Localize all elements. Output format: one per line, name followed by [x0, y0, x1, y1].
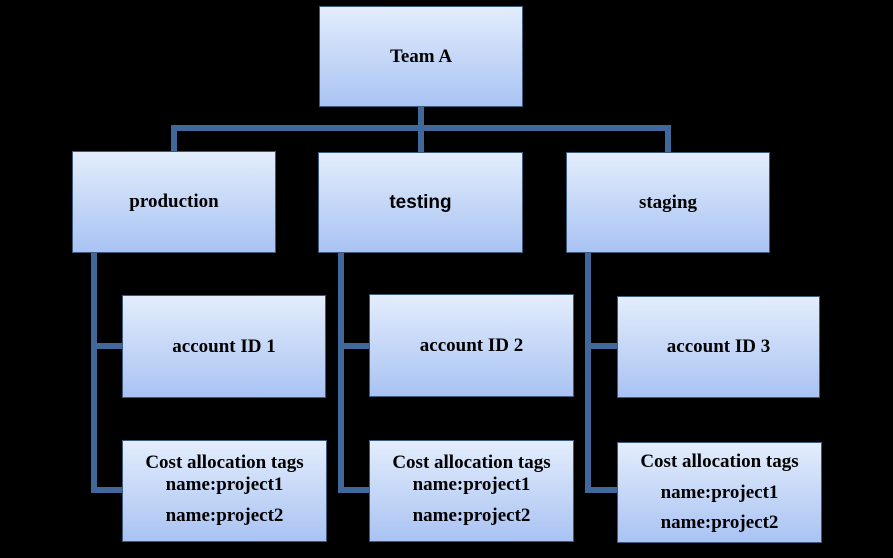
cost-tags-3-line1: name:project1: [660, 482, 779, 503]
node-team-a: Team A: [319, 6, 523, 107]
node-production: production: [72, 151, 276, 253]
cost-tags-3-line2: name:project2: [660, 512, 779, 533]
connector-staging-hanger: [585, 253, 591, 493]
node-testing-label: testing: [389, 191, 452, 213]
connector-production-tags-stub: [91, 487, 122, 493]
node-account-id-2-label: account ID 2: [419, 334, 524, 356]
node-production-label: production: [129, 191, 219, 212]
cost-tags-2-line1: name:project1: [412, 474, 531, 495]
connector-production-account-stub: [91, 343, 122, 349]
connector-staging-account-stub: [585, 343, 617, 349]
connector-testing-tags-stub: [338, 487, 369, 493]
node-cost-tags-2: Cost allocation tags name:project1 name:…: [369, 440, 574, 542]
cost-tags-1-line1: name:project1: [165, 474, 284, 495]
cost-tags-2-title: Cost allocation tags: [392, 452, 551, 473]
connector-root-drop: [418, 107, 424, 131]
cost-tags-2-line2: name:project2: [412, 505, 531, 526]
connector-rail-drop-staging: [665, 125, 671, 152]
node-account-id-1: account ID 1: [122, 295, 326, 398]
node-staging: staging: [566, 152, 770, 253]
node-staging-label: staging: [638, 191, 698, 213]
node-account-id-3-label: account ID 3: [666, 336, 771, 357]
connector-rail-drop-production: [171, 125, 177, 152]
connector-testing-account-stub: [338, 343, 369, 349]
node-team-a-label: Team A: [389, 45, 453, 67]
cost-tags-1-line2: name:project2: [165, 505, 284, 526]
connector-rail-drop-testing: [418, 125, 424, 152]
node-account-id-2: account ID 2: [369, 294, 574, 397]
node-cost-tags-1: Cost allocation tags name:project1 name:…: [122, 440, 327, 542]
connector-testing-hanger: [338, 253, 344, 493]
node-cost-tags-3: Cost allocation tags name:project1 name:…: [617, 442, 822, 543]
cost-tags-3-title: Cost allocation tags: [640, 451, 799, 472]
node-account-id-1-label: account ID 1: [172, 335, 276, 357]
cost-tags-1-title: Cost allocation tags: [145, 452, 304, 473]
node-testing: testing: [318, 152, 523, 253]
connector-staging-tags-stub: [585, 487, 617, 493]
node-account-id-3: account ID 3: [617, 296, 820, 398]
connector-production-hanger: [91, 253, 97, 493]
